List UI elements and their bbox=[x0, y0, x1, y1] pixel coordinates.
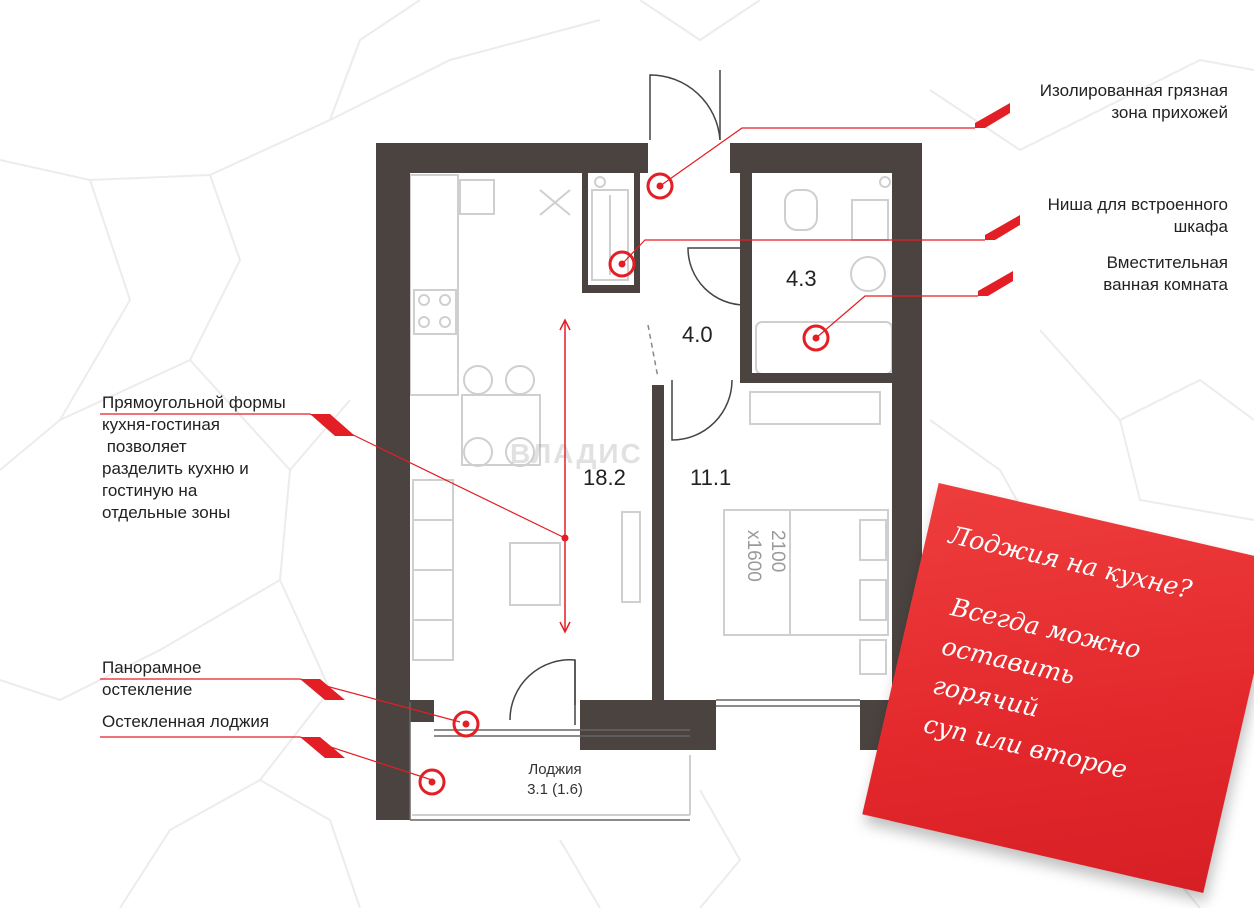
watermark-text: ВЛАДИС bbox=[510, 438, 643, 469]
annotation-line: Прямоугольной формы bbox=[102, 393, 286, 412]
annotation-glazed-loggia: Остекленная лоджия bbox=[102, 712, 270, 731]
loggia-title: Лоджия bbox=[528, 761, 582, 778]
annotation-line: разделить кухню и bbox=[102, 459, 249, 478]
bed-size-line2: x1600 bbox=[743, 530, 764, 582]
annotation-line: кухня-гостиная bbox=[102, 415, 220, 434]
doors bbox=[509, 70, 746, 725]
annotation-kitchen-living: Прямоугольной формы кухня-гостиная позво… bbox=[102, 392, 342, 524]
area-bedroom: 11.1 bbox=[690, 465, 732, 490]
annotation-line: остекление bbox=[102, 680, 193, 699]
area-hall: 4.0 bbox=[682, 322, 713, 347]
annotation-line: зона прихожей bbox=[1111, 103, 1228, 122]
annotation-line: Ниша для встроенного bbox=[1047, 195, 1228, 214]
annotation-line: Вместительная bbox=[1106, 253, 1228, 272]
annotation-line: ванная комната bbox=[1103, 275, 1228, 294]
annotation-line: шкафа bbox=[1173, 217, 1228, 236]
annotation-line: Панорамное bbox=[102, 658, 202, 677]
bed-size-line1: 2100 bbox=[767, 530, 788, 572]
target-markers bbox=[418, 172, 830, 796]
kitchen-dimension bbox=[559, 318, 571, 634]
leader-bars bbox=[300, 103, 1020, 758]
furniture bbox=[409, 174, 893, 816]
annotation-line: позволяет bbox=[102, 437, 187, 456]
annotation-line: Изолированная грязная bbox=[1039, 81, 1228, 100]
area-kitchen-living: 18.2 bbox=[583, 465, 626, 490]
annotation-line: гостиную на bbox=[102, 481, 198, 500]
annotation-dirty-zone: Изолированная грязная зона прихожей bbox=[948, 80, 1228, 124]
door-dash bbox=[647, 324, 659, 379]
area-bathroom: 4.3 bbox=[786, 266, 817, 291]
annotation-closet-niche: Ниша для встроенного шкафа bbox=[948, 194, 1228, 238]
annotation-bathroom: Вместительная ванная комната bbox=[948, 252, 1228, 296]
loggia-label: Лоджия 3.1 (1.6) bbox=[505, 760, 605, 800]
annotation-panoramic: Панорамное остекление bbox=[102, 657, 302, 701]
loggia-area: 3.1 (1.6) bbox=[527, 781, 583, 798]
annotation-line: отдельные зоны bbox=[102, 503, 231, 522]
